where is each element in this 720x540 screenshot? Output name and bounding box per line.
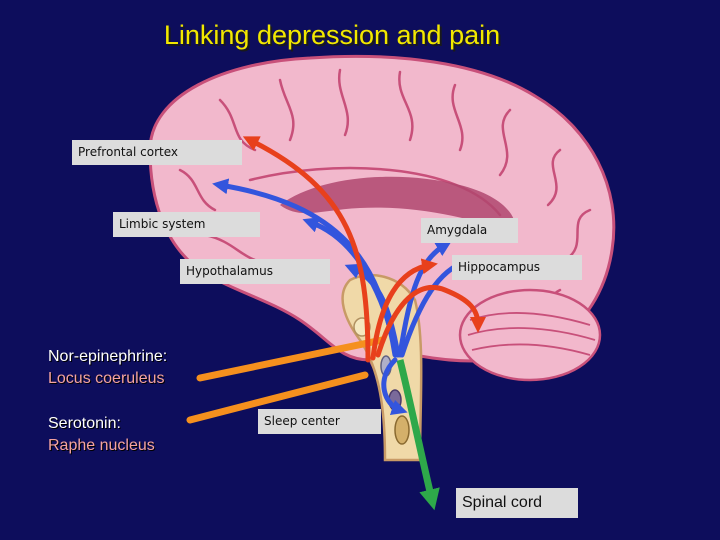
label-amygdala: Amygdala bbox=[421, 218, 518, 243]
red-to-prefrontal-arrow bbox=[242, 136, 371, 363]
raphe-nucleus-label: Raphe nucleus bbox=[48, 437, 155, 454]
blue-to-amygdala-arrow bbox=[397, 240, 452, 358]
label-limbic-system: Limbic system bbox=[113, 212, 260, 237]
norepinephrine-name: Nor-epinephrine: bbox=[48, 348, 168, 365]
label-prefrontal-cortex: Prefrontal cortex bbox=[72, 140, 242, 165]
slide-title: Linking depression and pain bbox=[163, 20, 501, 50]
label-sleep-center: Sleep center bbox=[258, 409, 381, 434]
label-spinal-cord: Spinal cord bbox=[456, 488, 578, 518]
cerebellum bbox=[458, 288, 602, 382]
spinal-cord-arrow bbox=[396, 359, 440, 511]
corpus-callosum bbox=[280, 176, 516, 235]
red-to-hippocampus-arrow bbox=[375, 285, 486, 358]
serotonin-name: Serotonin: bbox=[48, 415, 121, 432]
norepinephrine-legend: Nor-epinephrine: Locus coeruleus bbox=[48, 346, 167, 390]
norepinephrine-source-arrow bbox=[196, 336, 386, 382]
label-hippocampus: Hippocampus bbox=[452, 255, 582, 280]
red-to-amygdala-arrow bbox=[370, 258, 438, 361]
serotonin-legend: Serotonin: Raphe nucleus bbox=[48, 413, 155, 457]
blue-to-sleep-arrow bbox=[381, 357, 408, 416]
label-hypothalamus: Hypothalamus bbox=[180, 259, 330, 284]
locus-coeruleus-label: Locus coeruleus bbox=[48, 370, 165, 387]
serotonin-source-arrow bbox=[186, 371, 369, 424]
